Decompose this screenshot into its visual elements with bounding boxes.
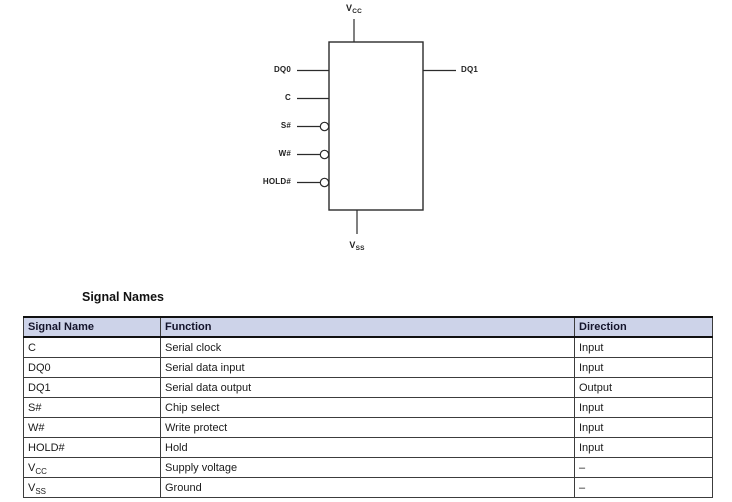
header-direction: Direction	[574, 316, 713, 338]
header-signal-name: Signal Name	[23, 316, 161, 338]
cell-direction: Input	[574, 437, 713, 458]
table-row: S# Chip select Input	[23, 397, 713, 418]
table-row: DQ1 Serial data output Output	[23, 377, 713, 398]
cell-signal: S#	[23, 397, 161, 418]
table-row: DQ0 Serial data input Input	[23, 357, 713, 378]
pin-label-vss: VSS	[332, 240, 382, 252]
cell-signal: VSS	[23, 477, 161, 498]
vcc-base: V	[346, 3, 353, 13]
table-title: Signal Names	[82, 290, 164, 304]
bubble-w	[319, 149, 330, 160]
cell-signal: VCC	[23, 457, 161, 478]
table-row: VSS Ground –	[23, 477, 713, 498]
cell-direction: Input	[574, 357, 713, 378]
cell-function: Serial clock	[160, 336, 575, 358]
vss-subscript: SS	[355, 245, 365, 252]
cell-function: Ground	[160, 477, 575, 498]
table-header-row: Signal Name Function Direction	[23, 316, 713, 338]
cell-signal: DQ0	[23, 357, 161, 378]
pin-label-vcc: VCC	[329, 3, 379, 15]
cell-direction: Output	[574, 377, 713, 398]
cell-signal: DQ1	[23, 377, 161, 398]
chip-body	[328, 41, 424, 211]
header-function: Function	[160, 316, 575, 338]
cell-signal: C	[23, 336, 161, 358]
cell-function: Serial data input	[160, 357, 575, 378]
pin-label-s: S#	[280, 121, 291, 130]
bubble-s	[319, 121, 330, 132]
cell-direction: –	[574, 477, 713, 498]
vss-base: V	[349, 240, 356, 250]
cell-function: Hold	[160, 437, 575, 458]
bubble-hold	[319, 177, 330, 188]
cell-signal: HOLD#	[23, 437, 161, 458]
pin-label-hold: HOLD#	[262, 177, 291, 186]
table-row: HOLD# Hold Input	[23, 437, 713, 458]
vcc-subscript: CC	[352, 8, 362, 15]
table-row: C Serial clock Input	[23, 336, 713, 358]
pin-label-dq1: DQ1	[461, 65, 479, 74]
cell-direction: Input	[574, 397, 713, 418]
cell-function: Serial data output	[160, 377, 575, 398]
cell-direction: Input	[574, 336, 713, 358]
pin-label-c: C	[285, 93, 291, 102]
table-row: VCC Supply voltage –	[23, 457, 713, 478]
cell-direction: –	[574, 457, 713, 478]
cell-function: Supply voltage	[160, 457, 575, 478]
pin-label-dq0: DQ0	[273, 65, 291, 74]
signal-names-table: Signal Name Function Direction C Serial …	[23, 316, 713, 498]
cell-function: Write protect	[160, 417, 575, 438]
pin-label-w: W#	[278, 149, 291, 158]
cell-direction: Input	[574, 417, 713, 438]
cell-function: Chip select	[160, 397, 575, 418]
table-row: W# Write protect Input	[23, 417, 713, 438]
cell-signal: W#	[23, 417, 161, 438]
